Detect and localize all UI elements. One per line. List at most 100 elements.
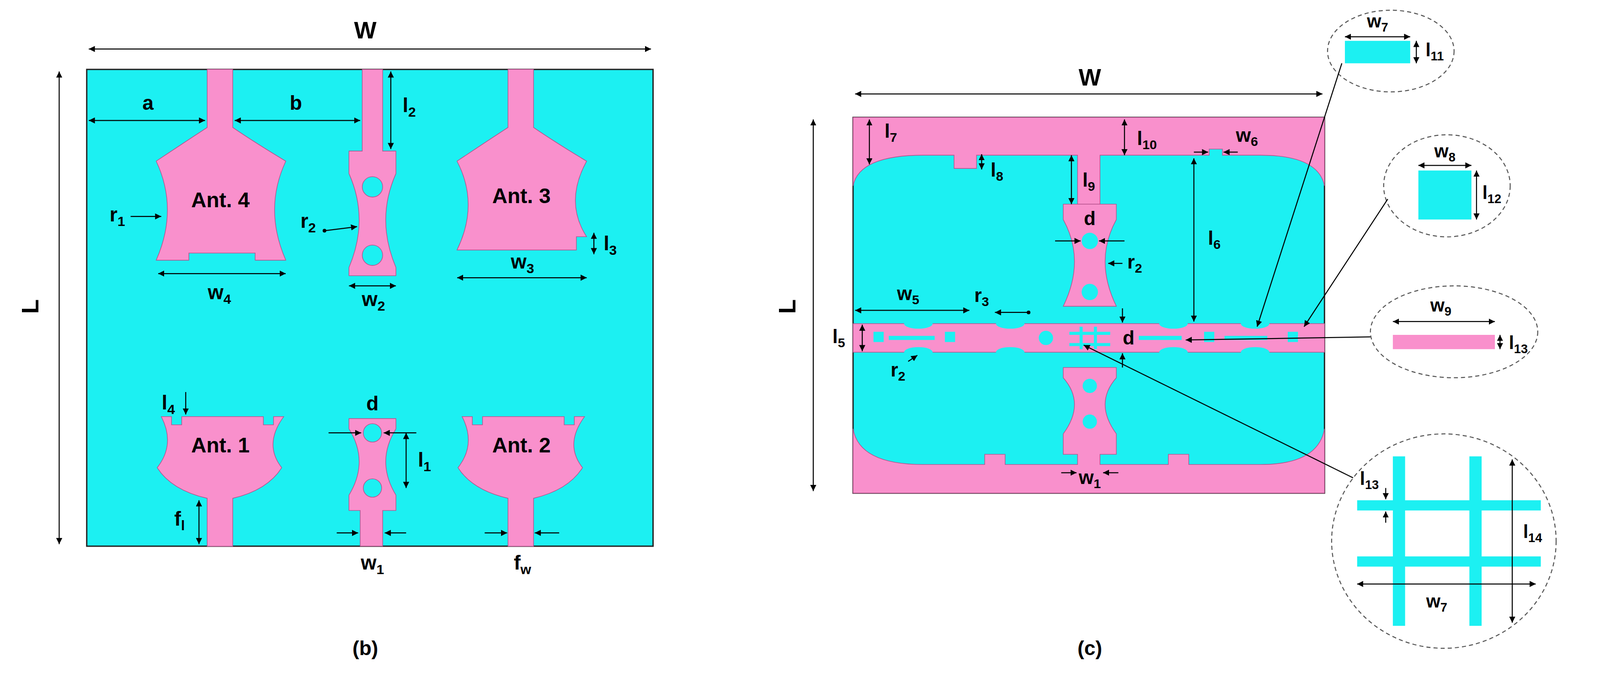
label-anchor: L (774, 298, 801, 314)
label-anchor: w6 (1235, 124, 1259, 150)
antenna-outline (153, 67, 290, 263)
dimension-arrow (855, 93, 1323, 95)
inset-detail (1344, 40, 1542, 626)
circular-hole (362, 245, 383, 266)
label-anchor: l1 (417, 448, 432, 475)
dimension-label: r1 (109, 203, 126, 230)
dimension-arrow (88, 48, 651, 50)
dimension-label: l7 (884, 120, 898, 145)
label-anchor: w4 (207, 281, 231, 307)
inset-detail (1357, 500, 1542, 511)
dimension-arrow (861, 324, 863, 352)
dimension-arrow (1344, 36, 1536, 623)
dimension-arrow (383, 432, 416, 433)
label-anchor: a (142, 91, 154, 114)
symbol-letter: w (896, 282, 912, 304)
dimension-label: r2 (300, 209, 316, 236)
substrate-board (86, 69, 654, 546)
label-anchor: w1 (360, 551, 384, 577)
symbol-subscript: 14 (1528, 529, 1542, 544)
symbol-letter: l (990, 159, 997, 181)
inset-ellipse (1327, 10, 1455, 92)
strip-cut (904, 318, 934, 329)
label-anchor: w7 (1366, 10, 1388, 35)
leader-arrow (1083, 344, 1354, 478)
dimension-arrow (1344, 36, 1411, 38)
symbol-subscript: 13 (1365, 476, 1379, 491)
symbol-letter: l (417, 448, 424, 471)
strip-cut (1093, 326, 1098, 349)
strip-cut (1082, 414, 1097, 429)
strip-cut (1204, 331, 1215, 342)
symbol-subscript: 6 (1250, 133, 1259, 149)
dimension-label: l4 (161, 391, 176, 417)
label-anchor: fl (174, 507, 185, 534)
label-anchor: w7 (1426, 590, 1448, 614)
dimension-arrow (855, 309, 970, 311)
symbol-subscript: 7 (890, 129, 898, 145)
dimension-arrow (1061, 471, 1077, 473)
label-anchor: w1 (1078, 466, 1102, 491)
strip-cut (1038, 330, 1053, 345)
label-anchor: (c) (1077, 636, 1103, 659)
strip-cut (996, 346, 1025, 358)
strip-cut (1081, 283, 1099, 300)
symbol-subscript: 10 (1142, 137, 1158, 152)
symbol-subscript: 1 (117, 213, 126, 229)
dimension-arrow (1194, 151, 1209, 153)
dimension-label: l3 (603, 232, 617, 258)
dimension-arrow (324, 226, 358, 231)
strip-cut (944, 331, 955, 342)
symbol-letter: f (513, 550, 521, 574)
dimension-arrow (994, 311, 1029, 313)
strip-cut (996, 318, 1025, 329)
strip-cut (904, 346, 934, 358)
label-anchor: l11 (1425, 39, 1444, 63)
dimension-arrow (1499, 334, 1501, 349)
antenna-outline (453, 67, 591, 253)
symbol-subscript: 4 (167, 401, 176, 417)
dimension-arrow (812, 119, 814, 491)
antenna-patch (156, 69, 286, 261)
substrate-board (853, 117, 1325, 493)
antenna-patch (457, 69, 587, 251)
dimension-label: w1 (360, 551, 384, 577)
symbol-letter: w (1434, 140, 1449, 161)
inset-detail (1392, 456, 1406, 626)
symbol-letter: l (1482, 182, 1488, 203)
dimension-arrow (1223, 151, 1238, 153)
label-anchor: l5 (832, 325, 846, 350)
symbol-letter: l (1136, 127, 1143, 149)
symbol-subscript: 4 (223, 291, 232, 307)
dimension-label: L (17, 298, 44, 314)
dimension-arrow (869, 119, 870, 165)
dimension-arrow (1357, 582, 1536, 584)
symbol-letter: r (109, 202, 118, 226)
dimension-label: L (774, 298, 801, 314)
label-anchor: l6 (1207, 227, 1221, 252)
symbol-subscript: 2 (377, 298, 386, 314)
circular-hole (362, 176, 383, 497)
dimension-arrow (1055, 240, 1081, 242)
symbol-letter: w (362, 287, 378, 310)
dimension-label: W (1078, 64, 1101, 91)
symbol-subscript: 7 (1381, 20, 1388, 35)
label-anchor: (b) (352, 636, 379, 659)
ground-band (853, 117, 1325, 493)
substrate-board (86, 69, 654, 546)
dimension-arrow (1511, 458, 1513, 623)
dimension-arrow (1385, 511, 1387, 523)
circular-hole (363, 423, 382, 442)
antenna-element: Ant. 1 (153, 413, 290, 549)
dimension-label: d (1122, 327, 1135, 349)
label-anchor: r2 (1127, 250, 1142, 276)
dimension-label: w7 (1426, 590, 1448, 614)
dimension-arrow (1108, 262, 1123, 264)
dimension-arrow (1121, 352, 1123, 368)
label-anchor: l2 (402, 94, 416, 120)
symbol-letter: l (832, 325, 838, 347)
antenna-label: Ant. 4 (191, 188, 250, 212)
strip-cut (873, 331, 884, 342)
symbol-letter: r (974, 284, 982, 306)
